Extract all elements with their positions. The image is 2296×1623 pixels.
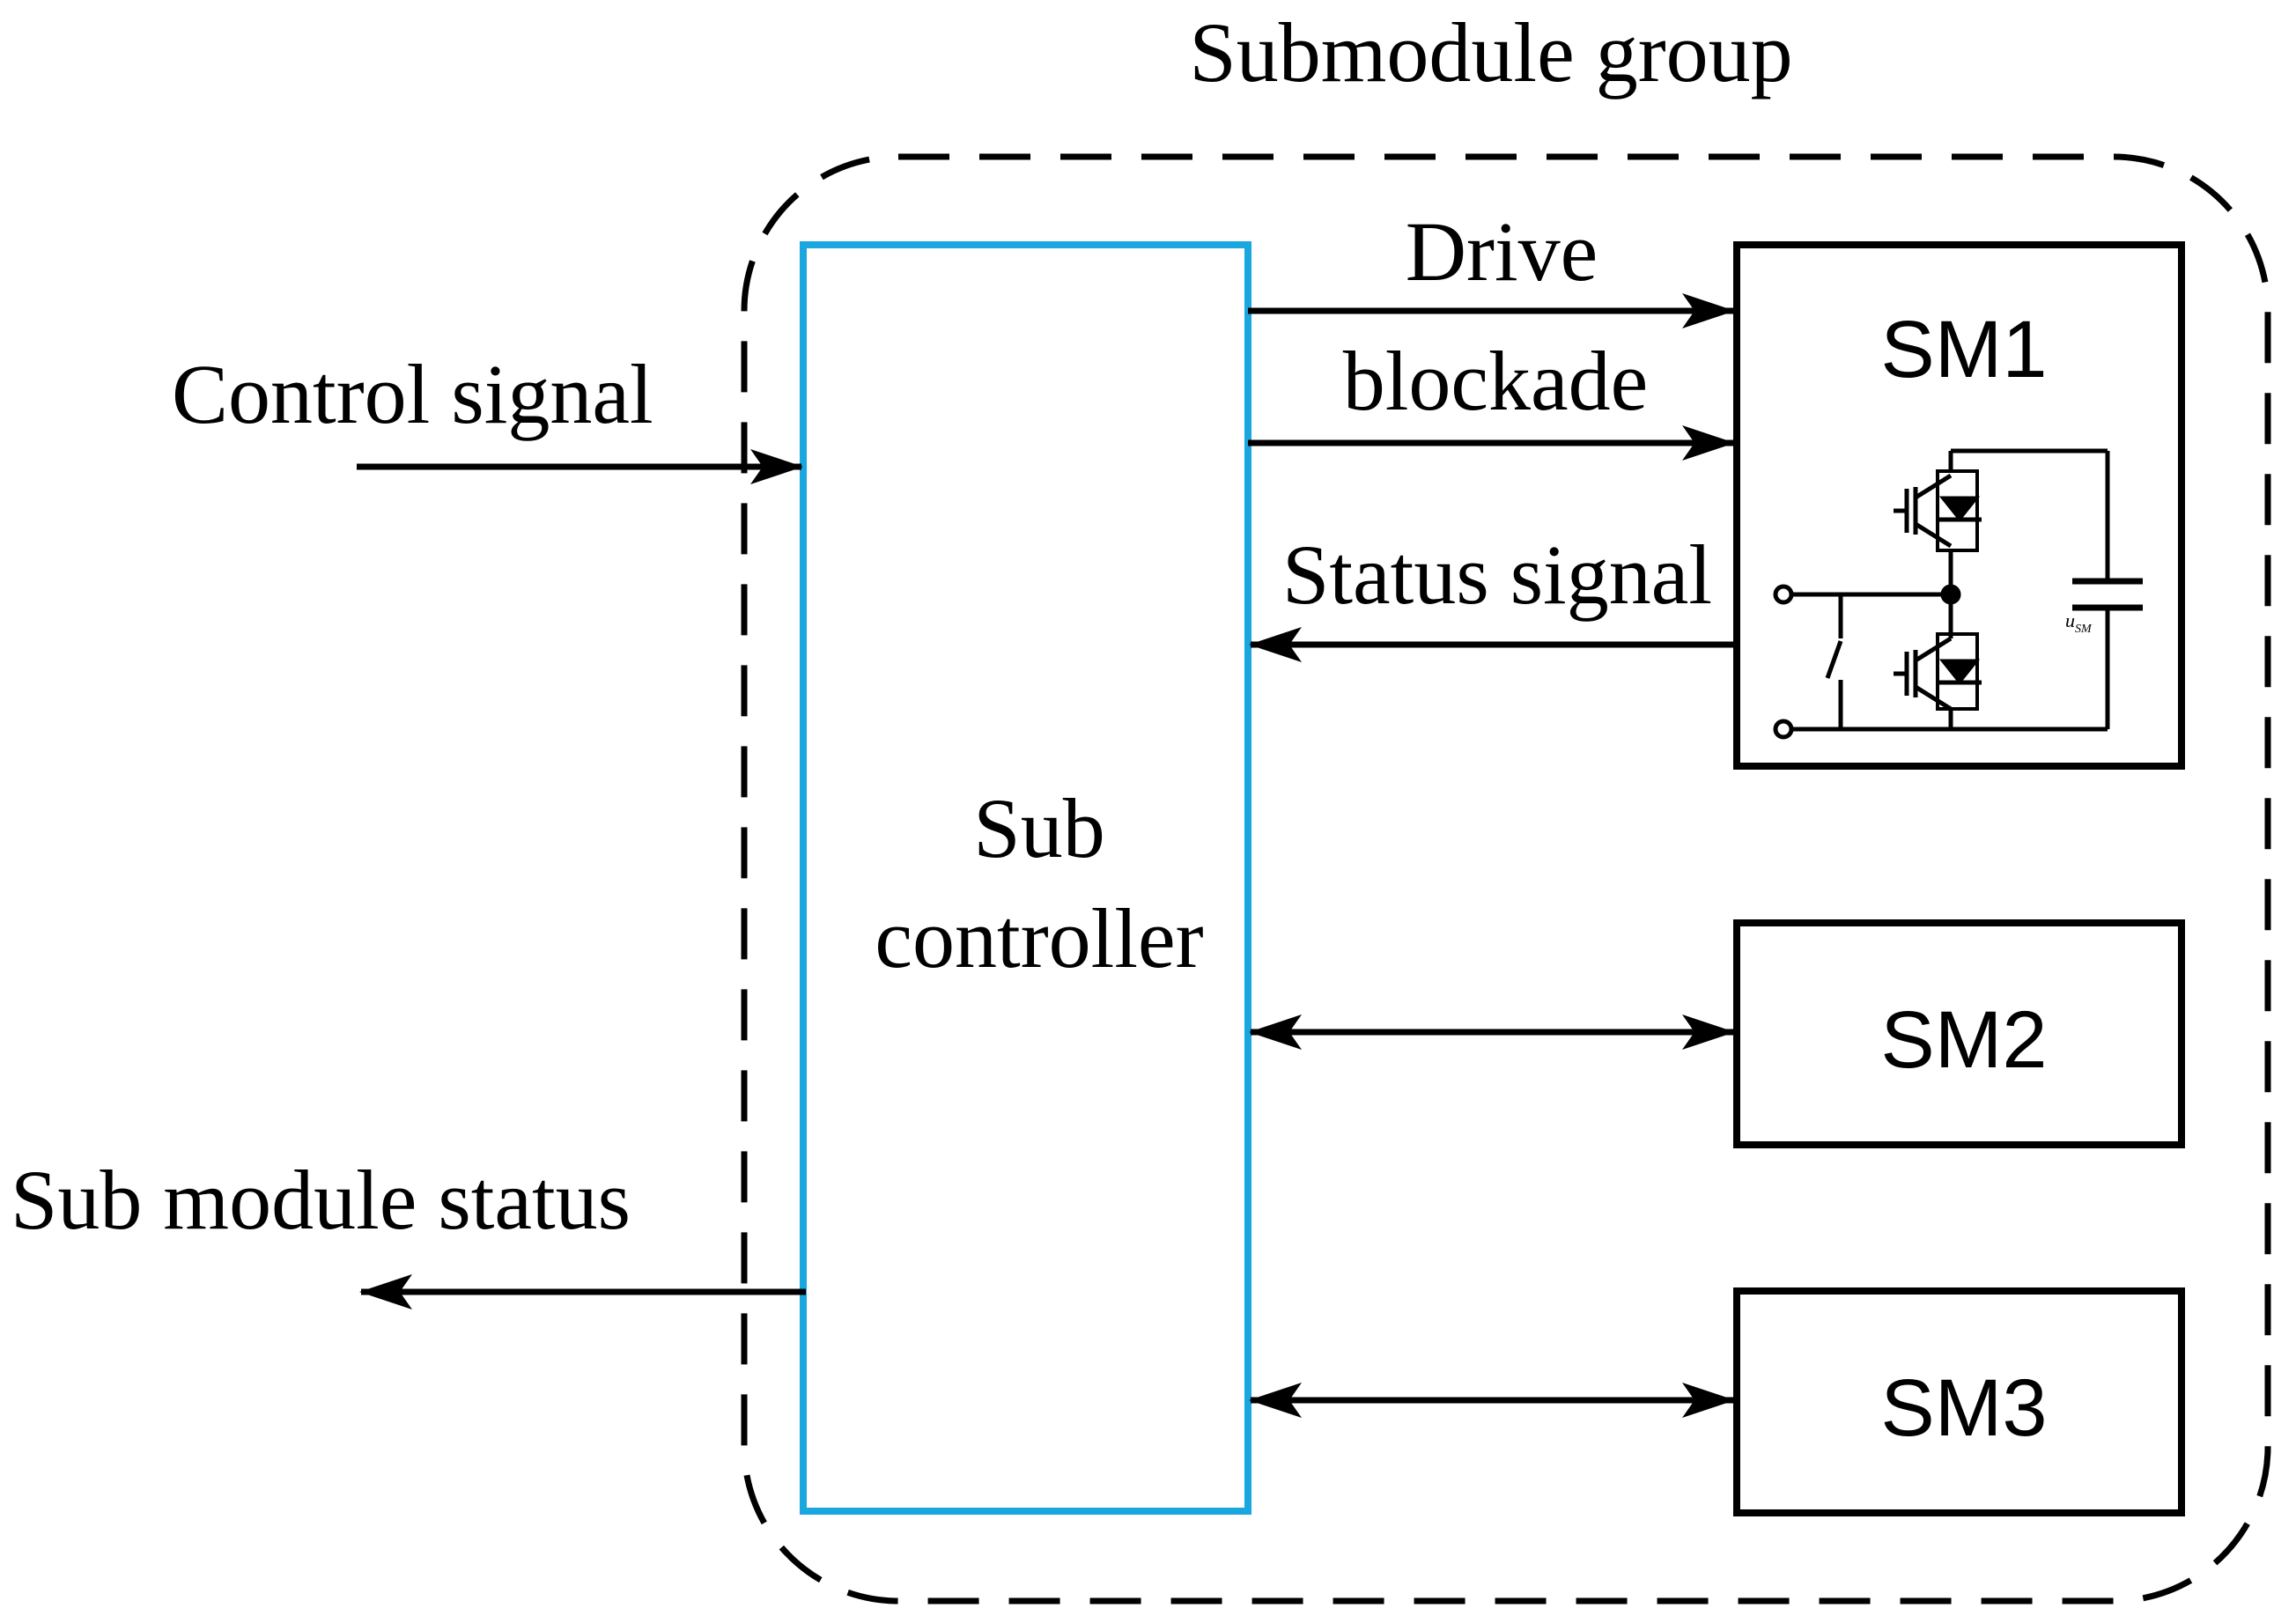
sm1-label: SM1: [1880, 305, 2047, 395]
terminal-bottom: [1773, 719, 1794, 740]
controller-label-line1: Sub: [973, 781, 1104, 875]
group-title: Submodule group: [1189, 5, 1792, 100]
bypass-switch-blade: [1825, 640, 1843, 679]
sm3-box: [1733, 1287, 2185, 1516]
midpoint-node: [1940, 584, 1961, 605]
blockade-label: blockade: [1343, 334, 1649, 428]
controller-label-line2: controller: [875, 891, 1203, 985]
sm2-box: [1733, 919, 2185, 1148]
sm2-label: SM2: [1880, 995, 2047, 1085]
submodule-status-label: Sub module status: [11, 1153, 631, 1247]
control-signal-label: Control signal: [172, 347, 653, 441]
status-signal-label: Status signal: [1282, 527, 1712, 622]
sub-controller-box: [800, 241, 1251, 1515]
sm1-half-bridge-circuit: [1773, 448, 2143, 740]
sm3-label: SM3: [1880, 1363, 2047, 1453]
submodule-group-boundary: [741, 153, 2271, 1605]
terminal-top: [1773, 584, 1794, 605]
capacitor-label: uSM: [2065, 609, 2093, 636]
upper-igbt: [1894, 469, 1982, 552]
drive-label: Drive: [1406, 204, 1598, 299]
lower-igbt: [1894, 632, 1982, 712]
